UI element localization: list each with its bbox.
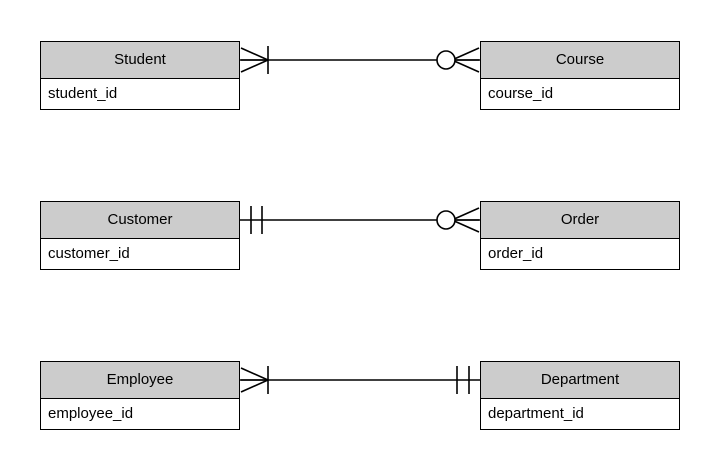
entity-name-student: Student (41, 42, 239, 79)
cardinality-customer-exactly-one (250, 206, 263, 234)
entity-name-customer: Customer (41, 202, 239, 239)
cardinality-employee-one-or-many (240, 366, 269, 394)
entity-box-order[interactable]: Order order_id (480, 201, 680, 270)
entity-name-department: Department (481, 362, 679, 399)
entity-box-employee[interactable]: Employee employee_id (40, 361, 240, 430)
entity-attribute-employee-id: employee_id (41, 399, 239, 429)
cardinality-course-zero-or-many (436, 47, 480, 73)
connector-employee-department (240, 366, 480, 394)
entity-attribute-student-id: student_id (41, 79, 239, 109)
connector-customer-order (240, 206, 480, 234)
entity-attribute-customer-id: customer_id (41, 239, 239, 269)
zero-circle-order (436, 210, 456, 230)
zero-circle-course (436, 50, 456, 70)
entity-attribute-course-id: course_id (481, 79, 679, 109)
entity-box-customer[interactable]: Customer customer_id (40, 201, 240, 270)
entity-name-course: Course (481, 42, 679, 79)
entity-box-department[interactable]: Department department_id (480, 361, 680, 430)
cardinality-order-zero-or-many (436, 207, 480, 233)
entity-box-course[interactable]: Course course_id (480, 41, 680, 110)
entity-attribute-department-id: department_id (481, 399, 679, 429)
cardinality-department-exactly-one (456, 366, 470, 394)
connector-student-course (240, 46, 480, 74)
entity-attribute-order-id: order_id (481, 239, 679, 269)
cardinality-student-one-or-many (240, 46, 269, 74)
entity-box-student[interactable]: Student student_id (40, 41, 240, 110)
entity-name-order: Order (481, 202, 679, 239)
entity-name-employee: Employee (41, 362, 239, 399)
